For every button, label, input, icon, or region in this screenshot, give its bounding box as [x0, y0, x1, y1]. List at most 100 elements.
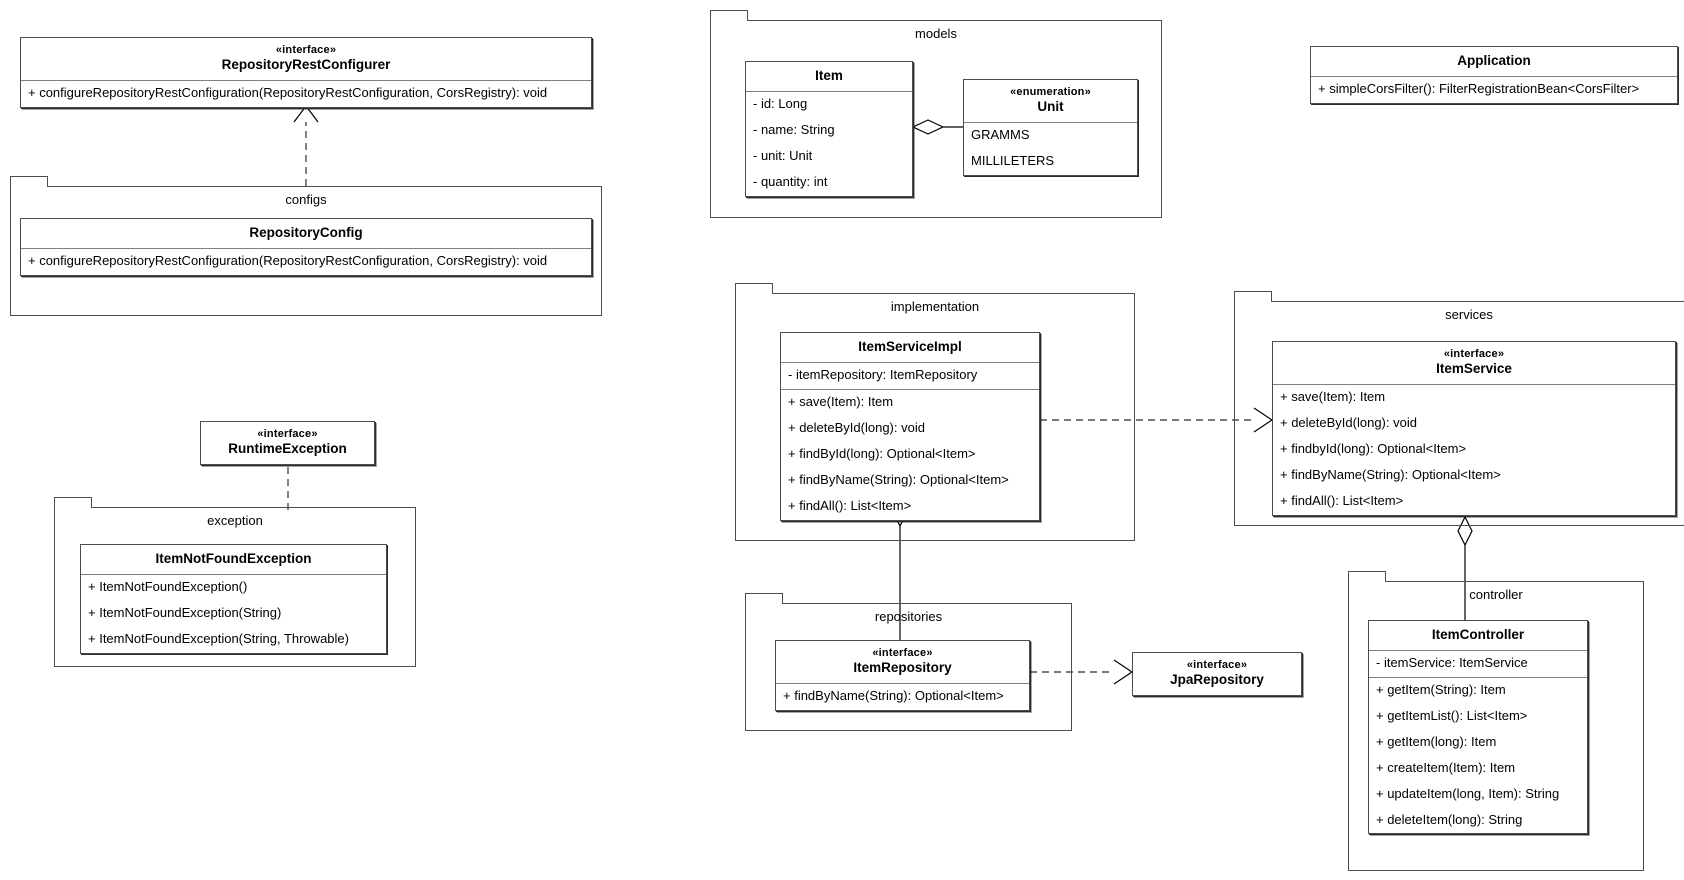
- class-methods-compartment: + ItemNotFoundException() + ItemNotFound…: [81, 575, 386, 653]
- class-item-service-impl[interactable]: ItemServiceImpl - itemRepository: ItemRe…: [780, 332, 1040, 521]
- class-method-row: + deleteById(long): void: [788, 419, 925, 435]
- class-runtime-exception[interactable]: «interface» RuntimeException: [200, 421, 375, 465]
- package-label-controller: controller: [1469, 587, 1523, 602]
- class-name: RepositoryRestConfigurer: [221, 56, 391, 72]
- class-name: JpaRepository: [1170, 671, 1264, 687]
- class-method-row: + getItem(String): Item: [1376, 681, 1506, 697]
- class-attribute-row: - name: String: [753, 121, 835, 137]
- class-method-row: + deleteItem(long): String: [1376, 811, 1523, 827]
- class-stereotype: «interface»: [275, 44, 337, 56]
- class-methods-compartment: + simpleCorsFilter(): FilterRegistration…: [1311, 77, 1677, 103]
- class-header: «interface» RepositoryRestConfigurer: [21, 38, 591, 81]
- class-header: «interface» RuntimeException: [201, 422, 374, 464]
- class-methods-compartment: + save(Item): Item + deleteById(long): v…: [781, 390, 1039, 520]
- package-label-services: services: [1445, 307, 1493, 322]
- class-stereotype: «interface»: [1443, 348, 1505, 360]
- class-method-row: + findbyId(long): Optional<Item>: [1280, 440, 1467, 456]
- class-attribute-row: - itemRepository: ItemRepository: [788, 366, 978, 382]
- package-tab-exception: [54, 497, 92, 508]
- class-stereotype: «interface»: [257, 428, 318, 440]
- package-repositories: repositories: [745, 593, 1072, 731]
- class-attributes-compartment: - itemRepository: ItemRepository: [781, 363, 1039, 390]
- class-method-row: + findByName(String): Optional<Item>: [783, 687, 1004, 703]
- enum-literal-row: MILLILETERS: [971, 152, 1055, 168]
- class-name: Application: [1457, 53, 1531, 68]
- class-name: RepositoryConfig: [249, 225, 363, 240]
- class-item-controller[interactable]: ItemController - itemService: ItemServic…: [1368, 620, 1588, 835]
- class-name: RuntimeException: [228, 440, 347, 456]
- class-method-row: + deleteById(long): void: [1280, 414, 1417, 430]
- class-methods-compartment: + save(Item): Item + deleteById(long): v…: [1273, 385, 1675, 515]
- class-item-service[interactable]: «interface» ItemService + save(Item): It…: [1272, 341, 1676, 516]
- class-attribute-row: - id: Long: [753, 95, 808, 111]
- package-exception: exception: [54, 497, 416, 667]
- class-methods-compartment: + configureRepositoryRestConfiguration(R…: [21, 81, 591, 107]
- class-method-row: + createItem(Item): Item: [1376, 759, 1516, 775]
- class-stereotype: «interface»: [872, 647, 933, 659]
- package-models: models: [710, 10, 1162, 218]
- package-implementation: implementation: [735, 283, 1135, 541]
- class-attribute-row: - quantity: int: [753, 173, 828, 189]
- class-methods-compartment: + getItem(String): Item + getItemList():…: [1369, 678, 1587, 834]
- class-item[interactable]: Item - id: Long - name: String - unit: U…: [745, 61, 913, 197]
- class-header: RepositoryConfig: [21, 219, 591, 249]
- class-header: Item: [746, 62, 912, 92]
- class-repository-rest-configurer[interactable]: «interface» RepositoryRestConfigurer + c…: [20, 37, 592, 108]
- package-tab-configs: [10, 176, 48, 187]
- class-header: «enumeration» Unit: [964, 80, 1137, 123]
- class-attributes-compartment: - id: Long - name: String - unit: Unit -…: [746, 92, 912, 196]
- class-repository-config[interactable]: RepositoryConfig + configureRepositoryRe…: [20, 218, 592, 276]
- class-header: «interface» ItemRepository: [776, 641, 1029, 684]
- package-label-implementation: implementation: [890, 299, 980, 314]
- class-method-row: + save(Item): Item: [788, 393, 894, 409]
- enum-literal-row: GRAMMS: [971, 126, 1030, 142]
- class-name: ItemNotFoundException: [155, 551, 312, 566]
- class-header: «interface» ItemService: [1273, 342, 1675, 385]
- class-method-row: + findById(long): Optional<Item>: [788, 445, 976, 461]
- arrowhead-realization-repositoryrestconfigurer: [293, 105, 319, 123]
- class-unit-enumeration[interactable]: «enumeration» Unit GRAMMS MILLILETERS: [963, 79, 1138, 176]
- class-item-not-found-exception[interactable]: ItemNotFoundException + ItemNotFoundExce…: [80, 544, 387, 654]
- package-tab-controller: [1348, 571, 1386, 582]
- class-header: ItemController: [1369, 621, 1587, 651]
- class-name: ItemRepository: [853, 659, 952, 675]
- class-attribute-row: - itemService: ItemService: [1376, 654, 1528, 670]
- class-stereotype: «interface»: [1186, 659, 1248, 671]
- class-method-row: + ItemNotFoundException(String): [88, 604, 282, 620]
- package-configs: configs: [10, 176, 602, 316]
- package-label-exception: exception: [207, 513, 263, 528]
- class-name: ItemController: [1431, 627, 1525, 642]
- class-method-row: + getItemList(): List<Item>: [1376, 707, 1528, 723]
- class-item-repository[interactable]: «interface» ItemRepository + findByName(…: [775, 640, 1030, 711]
- package-label-models: models: [915, 26, 957, 41]
- package-label-configs: configs: [285, 192, 327, 207]
- class-method-row: + getItem(long): Item: [1376, 733, 1497, 749]
- package-tab-implementation: [735, 283, 773, 294]
- class-application[interactable]: Application + simpleCorsFilter(): Filter…: [1310, 46, 1678, 104]
- package-tab-models: [710, 10, 748, 21]
- class-name: ItemService: [1436, 360, 1512, 376]
- class-header: «interface» JpaRepository: [1133, 653, 1301, 695]
- enum-literals-compartment: GRAMMS MILLILETERS: [964, 123, 1137, 175]
- class-method-row: + findAll(): List<Item>: [788, 497, 912, 513]
- class-method-row: + updateItem(long, Item): String: [1376, 785, 1560, 801]
- package-tab-repositories: [745, 593, 783, 604]
- class-name: Item: [815, 68, 843, 83]
- class-attribute-row: - unit: Unit: [753, 147, 813, 163]
- class-method-row: + findByName(String): Optional<Item>: [788, 471, 1009, 487]
- class-jpa-repository[interactable]: «interface» JpaRepository: [1132, 652, 1302, 696]
- class-header: ItemServiceImpl: [781, 333, 1039, 363]
- class-method-row: + findByName(String): Optional<Item>: [1280, 466, 1501, 482]
- class-name: ItemServiceImpl: [858, 339, 962, 354]
- class-method-row: + simpleCorsFilter(): FilterRegistration…: [1318, 80, 1640, 96]
- class-method-row: + configureRepositoryRestConfiguration(R…: [28, 252, 548, 268]
- package-tab-services: [1234, 291, 1272, 302]
- class-name: Unit: [1037, 98, 1064, 114]
- package-controller: controller: [1348, 571, 1644, 871]
- class-attributes-compartment: - itemService: ItemService: [1369, 651, 1587, 678]
- class-header: ItemNotFoundException: [81, 545, 386, 575]
- class-stereotype: «enumeration»: [1010, 86, 1091, 98]
- class-method-row: + ItemNotFoundException(): [88, 578, 248, 594]
- class-method-row: + save(Item): Item: [1280, 388, 1386, 404]
